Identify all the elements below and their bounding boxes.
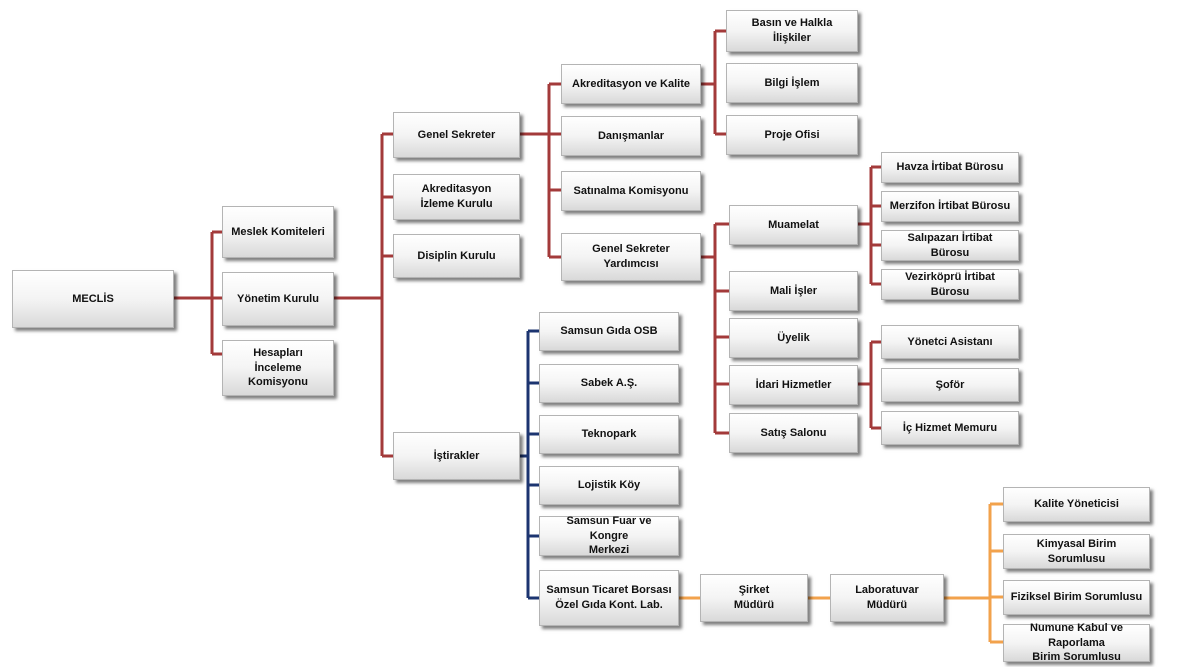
node-danismanlar[interactable]: Danışmanlar (561, 116, 701, 156)
orange-connectors (679, 502, 1003, 644)
blue-connectors (520, 329, 539, 600)
node-fuar-kongre[interactable]: Samsun Fuar ve Kongre Merkezi (539, 515, 679, 556)
node-is-hizmet-memuru[interactable]: İç Hizmet Memuru (881, 411, 1019, 445)
node-kimyasal[interactable]: Kimyasal Birim Sorumlusu (1003, 534, 1150, 569)
node-teknopark[interactable]: Teknopark (539, 415, 679, 454)
node-numune[interactable]: Numune Kabul ve Raporlama Birim Sorumlus… (1003, 622, 1150, 663)
node-yonetici-asistani[interactable]: Yönetci Asistanı (881, 325, 1019, 359)
node-akreditasyon-izleme[interactable]: Akreditasyon İzleme Kurulu (393, 174, 520, 220)
node-hesaplari-inceleme[interactable]: Hesapları İnceleme Komisyonu (222, 340, 334, 396)
node-satinalma-komisyonu[interactable]: Satınalma Komisyonu (561, 171, 701, 211)
node-mali-isler[interactable]: Mali İşler (729, 271, 858, 311)
node-salipazari[interactable]: Salıpazarı İrtibat Bürosu (881, 230, 1019, 261)
node-idari-hizmetler[interactable]: İdari Hizmetler (729, 365, 858, 405)
node-proje-ofisi[interactable]: Proje Ofisi (726, 115, 858, 155)
node-lojistik-koy[interactable]: Lojistik Köy (539, 466, 679, 505)
node-genel-sekreter-yardimcisi[interactable]: Genel Sekreter Yardımcısı (561, 233, 701, 281)
node-istirakler[interactable]: İştirakler (393, 432, 520, 480)
node-fiziksel[interactable]: Fiziksel Birim Sorumlusu (1003, 580, 1150, 615)
node-sabek[interactable]: Sabek A.Ş. (539, 364, 679, 403)
node-laboratuvar-muduru[interactable]: Laboratuvar Müdürü (830, 574, 944, 622)
node-vezirkopru[interactable]: Vezirköprü İrtibat Bürosu (881, 269, 1019, 300)
node-bilgi-islem[interactable]: Bilgi İşlem (726, 63, 858, 103)
node-uyelik[interactable]: Üyelik (729, 318, 858, 358)
node-basin-halkla[interactable]: Basın ve Halkla İlişkiler (726, 10, 858, 52)
node-akreditasyon-kalite[interactable]: Akreditasyon ve Kalite (561, 64, 701, 104)
node-yonetim-kurulu[interactable]: Yönetim Kurulu (222, 272, 334, 326)
node-muamelat[interactable]: Muamelat (729, 205, 858, 245)
node-havza[interactable]: Havza İrtibat Bürosu (881, 152, 1019, 183)
node-tb-lab[interactable]: Samsun Ticaret Borsası Özel Gıda Kont. L… (539, 570, 679, 626)
node-genel-sekreter[interactable]: Genel Sekreter (393, 112, 520, 158)
red-connectors (174, 29, 881, 458)
node-meclis[interactable]: MECLİS (12, 270, 174, 328)
node-sirket-muduru[interactable]: Şirket Müdürü (700, 574, 808, 622)
node-kalite-yoneticisi[interactable]: Kalite Yöneticisi (1003, 487, 1150, 522)
node-satis-salonu[interactable]: Satış Salonu (729, 413, 858, 453)
node-sofor[interactable]: Şoför (881, 368, 1019, 402)
node-disiplin-kurulu[interactable]: Disiplin Kurulu (393, 234, 520, 278)
node-samsun-gida-osb[interactable]: Samsun Gıda OSB (539, 312, 679, 351)
node-merzifon[interactable]: Merzifon İrtibat Bürosu (881, 191, 1019, 222)
node-meslek-komiteleri[interactable]: Meslek Komiteleri (222, 206, 334, 258)
